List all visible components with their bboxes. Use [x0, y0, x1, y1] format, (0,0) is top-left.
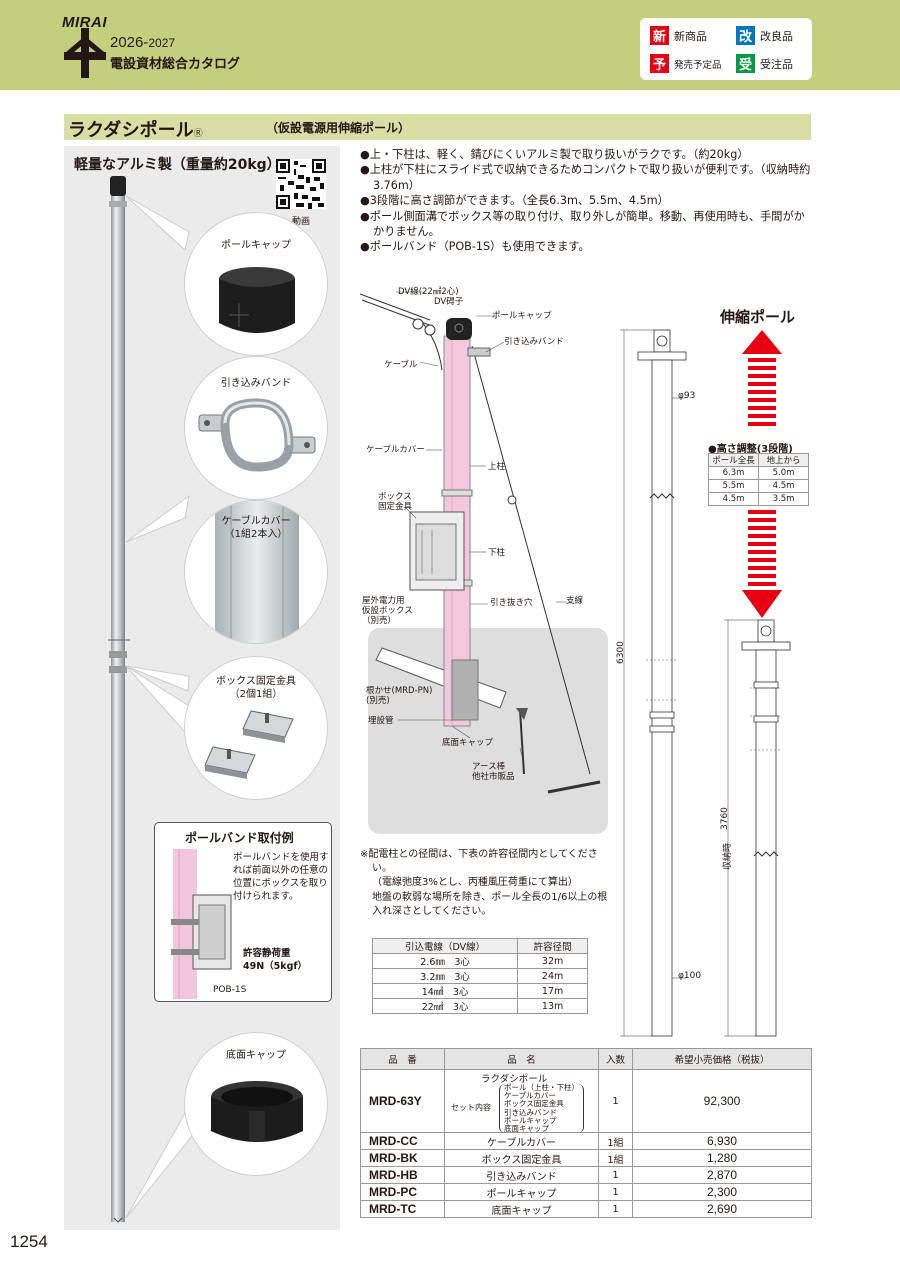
band-part-code: POB-1S: [213, 985, 247, 995]
feature-item: ●ポールバンド（POB-1S）も使用できます。: [360, 240, 590, 254]
label-dv-insulator: DV碍子: [434, 297, 464, 307]
table-header: 品 番 品 名 入数 希望小売価格（税抜）: [360, 1048, 812, 1070]
brand-logo-text: MIRAI: [62, 14, 107, 31]
feature-item: ●上柱が下柱にスライド式で収納できるためコンパクトで取り扱いが便利です。（収納時…: [360, 163, 811, 192]
table-row: MRD-63Y ラクダシポール セット内容 ポール（上柱・下柱） ケーブルカバー…: [360, 1069, 812, 1134]
label-cable-cover: ケーブルカバー: [366, 445, 425, 455]
page-number: 1254: [10, 1232, 48, 1251]
feature-item: ●ポール側面溝でボックス等の取り付け、取り外しが簡単。移動、再使用時も、手間がか…: [360, 209, 805, 239]
label-drop-band: 引き込みバンド: [504, 337, 564, 347]
pole-cap-callout: ポールキャップ: [184, 212, 328, 356]
new-mark-icon: 新: [650, 26, 669, 45]
label-pull-hole: 引き抜き穴: [490, 598, 533, 608]
height-adjust-title: ●高さ調整(3段階): [708, 444, 793, 455]
catalog-title: 電設資材総合カタログ: [110, 57, 241, 72]
pole-cap-icon: [219, 267, 295, 333]
product-table: 品 番 品 名 入数 希望小売価格（税抜） MRD-63Y ラクダシポール セッ…: [360, 1048, 812, 1218]
label-upper-pole: 上柱: [488, 462, 506, 472]
telescopic-dimension-drawing: [620, 329, 791, 1037]
feature-item: ●3段階に高さ調節ができます。（全長6.3m、5.5m、4.5m）: [360, 194, 669, 208]
panel-title: 軽量なアルミ製（重量約20kg）: [74, 157, 281, 173]
brand-logo-icon: [64, 28, 106, 78]
span-note: ※配電柱との径間は、下表の許容径間内としてください。 （電線弛度3%とし、丙種風…: [360, 849, 608, 917]
pole-band-illustration: [171, 849, 232, 999]
product-price: 92,300: [632, 1069, 812, 1133]
label-buried-pipe: 埋設管: [368, 716, 394, 726]
catalog-year: 2026-2027: [110, 34, 176, 51]
pole-overview-illustration: [108, 176, 193, 1223]
feature-list: ●上・下柱は、軽く、錆びにくいアルミ製で取り扱いがラクです。（約20kg） ●上…: [360, 147, 812, 255]
legend-order: 受 受注品: [736, 54, 793, 73]
bottom-cap-callout: 底面キャップ: [184, 1032, 328, 1176]
cable-cover-callout: ケーブルカバー （1組2本入）: [184, 500, 328, 644]
label-bottom-cap: 底面キャップ: [442, 738, 494, 748]
parts-panel: 軽量なアルミ製（重量約20kg） 動画: [64, 146, 340, 1230]
band-example-title: ポールバンド取付例: [185, 831, 294, 845]
order-mark-icon: 受: [736, 54, 755, 73]
box-bracket-callout: ボックス固定金具 （2個1組）: [184, 656, 328, 800]
product-subtitle: （仮設電源用伸縮ポール）: [266, 121, 411, 135]
installation-diagram: [360, 291, 608, 834]
product-legend: 新 新商品 改 改良品 予 発売予定品 受 受注品: [640, 18, 812, 80]
label-outdoor-box: 屋外電力用 仮設ボックス （別売）: [362, 596, 413, 626]
qr-label: 動画: [292, 217, 311, 227]
label-pole-cap: ポールキャップ: [492, 311, 552, 321]
box-bracket-icon: [204, 710, 294, 779]
table-header: ポール全長 地上から: [708, 453, 809, 467]
dim-full-length: 6300: [616, 641, 626, 664]
dim-stored-label: 収納時: [723, 842, 733, 870]
label-root-brace: 根かせ(MRD-PN) (別売): [366, 686, 433, 706]
dim-stored-length: 3760: [720, 807, 730, 830]
band-example-description: ポールバンドを使用すれば前面以外の任意の位置にボックスを取り付けられます。: [233, 852, 329, 902]
drop-band-icon: [198, 398, 316, 472]
feature-item: ●上・下柱は、軽く、錆びにくいアルミ製で取り扱いがラクです。（約20kg）: [360, 148, 749, 161]
product-title-bar: ラクダシポールⓇ （仮設電源用伸縮ポール）: [64, 114, 811, 141]
label-cable: ケーブル: [384, 360, 418, 370]
telescopic-pole-title: 伸縮ポール: [720, 308, 796, 326]
pole-band-example: ポールバンド取付例 ポールバンドを使用すれば前面以外の任意の位置にボックスを取り…: [154, 822, 332, 1002]
product-title: ラクダシポールⓇ: [68, 120, 203, 141]
label-stay-wire: 支線: [566, 596, 584, 606]
dim-bottom-diameter: φ100: [678, 971, 702, 981]
set-contents: ラクダシポール セット内容 ポール（上柱・下柱） ケーブルカバー ボックス固定金…: [445, 1070, 598, 1134]
product-code: MRD-63Y: [360, 1069, 445, 1133]
legend-planned: 予 発売予定品: [650, 54, 722, 73]
label-earth-rod: アース棒 他社市販品: [472, 762, 515, 782]
table-header: 引込電線（DV線）許容径間: [371, 938, 588, 954]
legend-new: 新 新商品: [650, 26, 707, 45]
catalog-header: MIRAI 2026-2027 電設資材総合カタログ 新 新商品 改 改良品 予…: [0, 0, 900, 90]
dim-top-diameter: φ93: [678, 391, 696, 401]
video-qr-code[interactable]: [276, 159, 326, 209]
cable-cover-icon: [215, 501, 299, 643]
legend-improved: 改 改良品: [736, 26, 793, 45]
planned-mark-icon: 予: [650, 54, 669, 73]
improved-mark-icon: 改: [736, 26, 755, 45]
drop-band-callout: 引き込みバンド: [184, 356, 328, 500]
bottom-cap-icon: [211, 1081, 303, 1142]
label-lower-pole: 下柱: [488, 548, 506, 558]
label-box-bracket: ボックス 固定金具: [378, 492, 413, 512]
label-dv-wire: DV線(22㎟2心): [398, 287, 459, 297]
